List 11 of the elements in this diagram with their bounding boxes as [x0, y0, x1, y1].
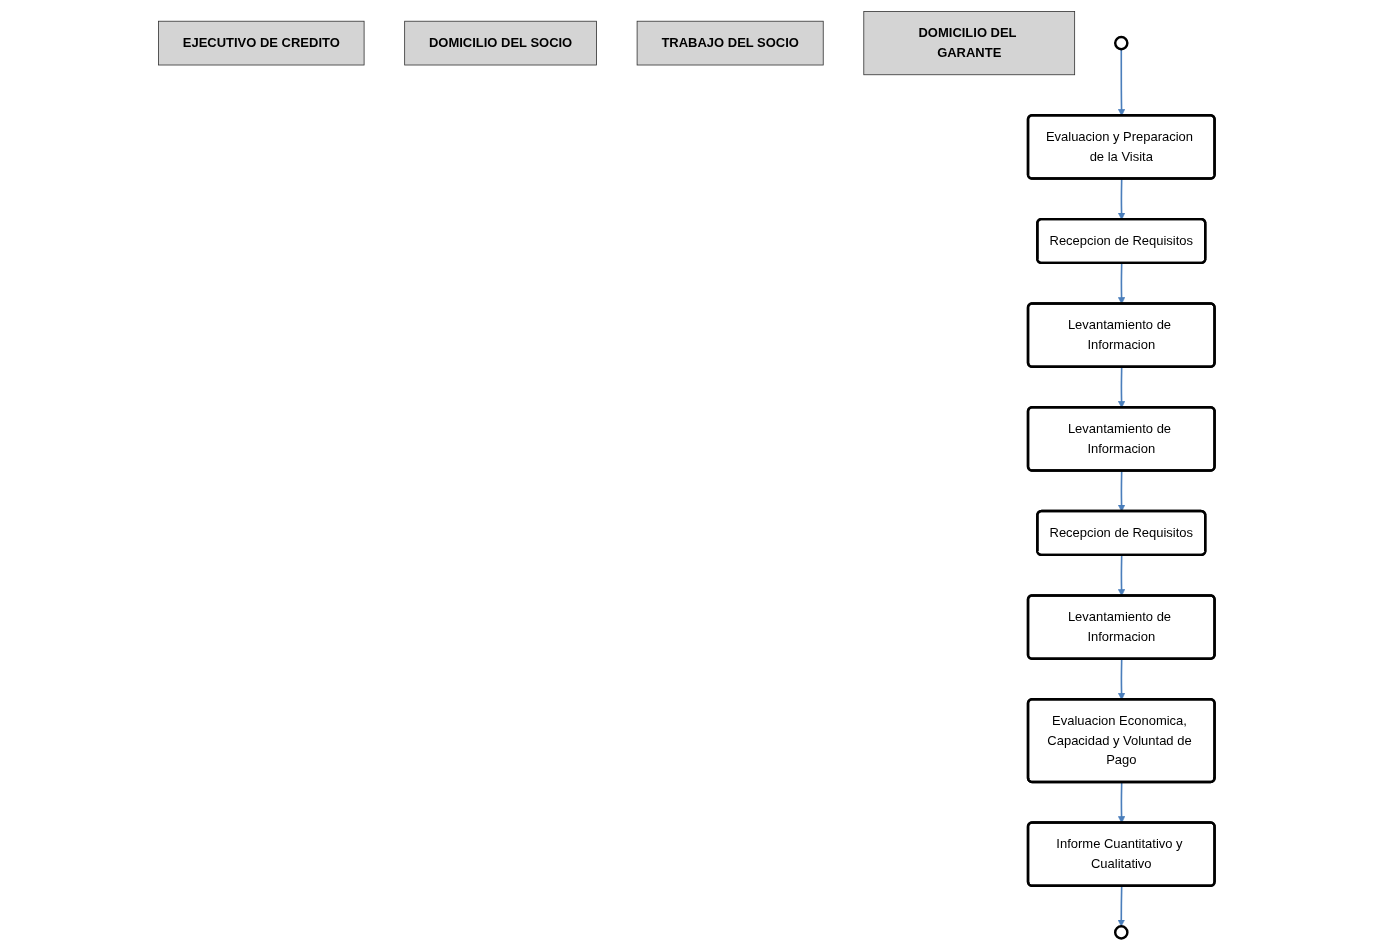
node-box: EJECUTIVO DE CREDITO: [158, 20, 365, 66]
node-circle: [1113, 925, 1129, 940]
arrow: [1117, 470, 1126, 512]
arrow: [1117, 658, 1126, 700]
node-circle: [1113, 35, 1129, 51]
node-box: TRABAJO DEL SOCIO: [636, 20, 824, 66]
node-box: DOMICILIO DEL SOCIO: [404, 20, 597, 66]
arrow: [1117, 885, 1125, 927]
arrow: [1117, 366, 1126, 408]
node-box: DOMICILIO DEL GARANTE: [863, 11, 1076, 76]
arrow: [1117, 178, 1126, 220]
